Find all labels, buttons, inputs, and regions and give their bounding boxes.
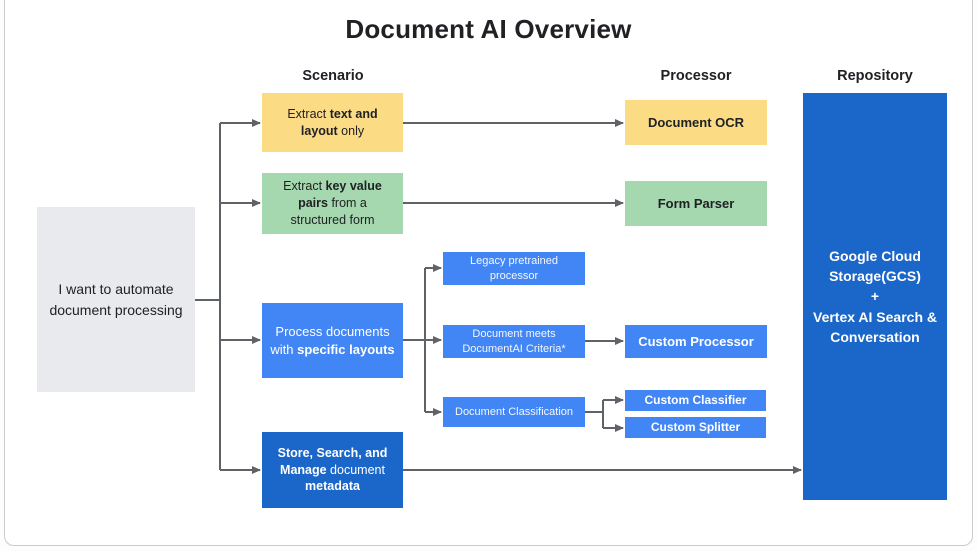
node-processor-form-parser: Form Parser	[625, 181, 767, 226]
column-header-repository: Repository	[837, 68, 913, 84]
diagram-title: Document AI Overview	[345, 14, 632, 44]
node-option-legacy-pretrained: Legacy pretrained processor	[443, 252, 585, 285]
column-header-scenario: Scenario	[302, 68, 364, 84]
node-processor-document-ocr: Document OCR	[625, 100, 767, 145]
node-intro: I want to automate document processing	[37, 207, 195, 392]
node-scenario-specific-layouts: Process documents with specific layouts	[262, 303, 403, 378]
node-processor-custom-splitter: Custom Splitter	[625, 417, 766, 438]
node-scenario-extract-key-value: Extract key value pairs from a structure…	[262, 173, 403, 234]
node-scenario-store-search-manage: Store, Search, and Manage document metad…	[262, 432, 403, 508]
node-option-document-classification: Document Classification	[443, 397, 585, 427]
node-processor-custom-classifier: Custom Classifier	[625, 390, 766, 411]
node-processor-custom-processor: Custom Processor	[625, 325, 767, 358]
node-scenario-extract-text-layout: Extract text and layout only	[262, 93, 403, 152]
node-option-documentai-criteria: Document meets DocumentAI Criteria*	[443, 325, 585, 358]
node-repository-gcs-vertex: Google Cloud Storage(GCS) + Vertex AI Se…	[803, 93, 947, 500]
column-header-processor: Processor	[660, 68, 732, 84]
